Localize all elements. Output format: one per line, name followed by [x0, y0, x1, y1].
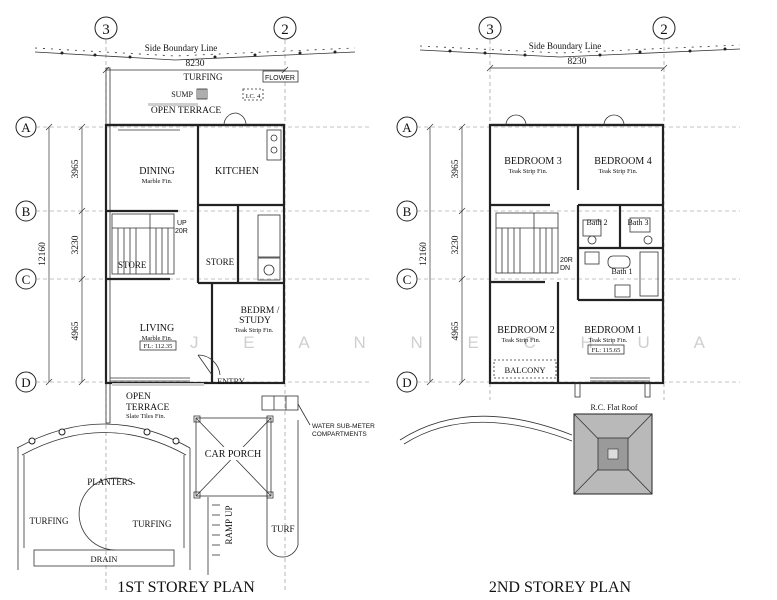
first-storey-plan: 3 2 Side Boundary Line 8230 A B C — [15, 16, 375, 596]
sump-pit — [196, 88, 208, 100]
terrace-finish: Slate Tiles Fin. — [126, 413, 166, 420]
grid-label-2-right: 2 — [660, 22, 668, 38]
living-label: LIVING — [140, 323, 174, 334]
bath2-label: Bath 2 — [586, 218, 607, 227]
svg-text:A: A — [402, 120, 412, 135]
dining-finish: Marble Fin. — [142, 178, 173, 185]
flat-roof-label: R.C. Flat Roof — [590, 403, 637, 412]
dining-label: DINING — [139, 166, 175, 177]
bedroom-study-finish: Teak Strip Fin. — [235, 327, 274, 334]
entry-label: ENTRY — [217, 376, 245, 386]
floor-level-2: FL: 115.65 — [592, 347, 621, 354]
bedroom2-finish: Teak Strip Fin. — [502, 337, 541, 344]
bedroom3-label: BEDROOM 3 — [504, 156, 562, 167]
planters-label: PLANTERS — [87, 477, 133, 487]
dim-4965-right: 4965 — [451, 321, 461, 340]
second-storey-title: 2ND STOREY PLAN — [489, 579, 632, 596]
width-dimension-right: 8230 — [568, 57, 587, 67]
balcony-label: BALCONY — [504, 365, 545, 375]
bedroom-study-label-2: STUDY — [239, 316, 271, 326]
depth-dimension-right: 12160 — [419, 242, 429, 266]
ic-label: I.C. 4 — [246, 93, 261, 100]
stair-20r-label: 20R — [175, 228, 188, 235]
staircase-2 — [495, 212, 559, 274]
watermark: J E A N N E C H U A — [190, 333, 725, 352]
garden-curve — [399, 415, 573, 441]
flower-box — [262, 70, 299, 83]
svg-text:D: D — [21, 375, 30, 390]
grid-label-3-right: 3 — [486, 22, 494, 38]
dim-4965: 4965 — [71, 321, 81, 340]
drain-label: DRAIN — [91, 554, 118, 564]
grid-bubble-2-right — [652, 16, 676, 40]
turfing-left-label: TURFING — [29, 516, 69, 526]
floor-level-1: FL: 112.35 — [144, 343, 173, 350]
car-porch-label: CAR PORCH — [205, 449, 261, 460]
stair-dn-label: DN — [560, 265, 570, 272]
grid-bubble-2 — [273, 16, 297, 40]
flower-label: FLOWER — [265, 75, 295, 82]
front-garden — [16, 423, 191, 570]
dim-3965: 3965 — [71, 159, 81, 178]
width-dimension: 8230 — [186, 59, 205, 69]
grid-bubble-3 — [94, 16, 118, 40]
grid-label-2: 2 — [281, 22, 289, 38]
svg-text:C: C — [22, 272, 31, 287]
open-terrace-bottom-1: OPEN — [126, 392, 151, 402]
sump-label: SUMP — [171, 90, 193, 99]
dim-3230-right: 3230 — [451, 235, 461, 254]
svg-text:C: C — [403, 272, 412, 287]
store-label-right: STORE — [206, 257, 235, 267]
boundary-label-right: Side Boundary Line — [529, 41, 602, 51]
row-markers: A B C D — [15, 116, 37, 393]
second-storey-plan: 3 2 Side Boundary Line 8230 A B C D — [396, 16, 741, 596]
turfing-right-label: TURFING — [132, 519, 172, 529]
bedroom2-label: BEDROOM 2 — [497, 325, 555, 336]
water-meter-label-2: COMPARTMENTS — [312, 431, 367, 438]
kitchen-label: KITCHEN — [215, 166, 259, 177]
open-terrace-bottom-2: TERRACE — [126, 403, 169, 413]
bedroom-study-label-1: BEDRM / — [241, 306, 280, 316]
bedroom1-finish: Teak Strip Fin. — [589, 337, 628, 344]
water-meter-label-1: WATER SUB-METER — [312, 423, 375, 430]
svg-text:A: A — [21, 120, 31, 135]
turf-strip — [266, 420, 299, 558]
ramp — [207, 497, 220, 575]
first-storey-title: 1ST STOREY PLAN — [117, 579, 255, 596]
turf-label: TURF — [271, 524, 294, 534]
depth-dimension: 12160 — [38, 242, 48, 266]
row-markers-right: A B C D — [396, 116, 418, 393]
bath1-label: Bath 1 — [611, 267, 632, 276]
svg-text:D: D — [402, 375, 411, 390]
bedroom3-finish: Teak Strip Fin. — [509, 168, 548, 175]
grid-label-3: 3 — [102, 22, 110, 38]
store-label-left: STORE — [118, 260, 147, 270]
open-terrace-label: OPEN TERRACE — [151, 106, 221, 116]
bath3-label: Bath 3 — [627, 218, 648, 227]
side-boundary-line-right — [419, 44, 741, 58]
boundary-label: Side Boundary Line — [145, 43, 218, 53]
svg-text:B: B — [403, 204, 412, 219]
ramp-up-label: RAMP UP — [224, 506, 234, 545]
grid-bubble-3-right — [478, 16, 502, 40]
stair-20r-label-right: 20R — [560, 257, 573, 264]
turfing-top-label: TURFING — [183, 72, 223, 82]
side-boundary-line — [34, 47, 356, 61]
dim-3965-right: 3965 — [451, 159, 461, 178]
staircase-1 — [111, 213, 175, 275]
stair-up-label: UP — [177, 220, 187, 227]
porch-roof — [573, 413, 653, 495]
dim-3230: 3230 — [71, 235, 81, 254]
water-meter-box — [261, 395, 299, 411]
bedroom1-label: BEDROOM 1 — [584, 325, 642, 336]
living-finish: Marble Fin. — [142, 335, 173, 342]
bedroom4-finish: Teak Strip Fin. — [599, 168, 638, 175]
bedroom4-label: BEDROOM 4 — [594, 156, 652, 167]
svg-text:B: B — [22, 204, 31, 219]
